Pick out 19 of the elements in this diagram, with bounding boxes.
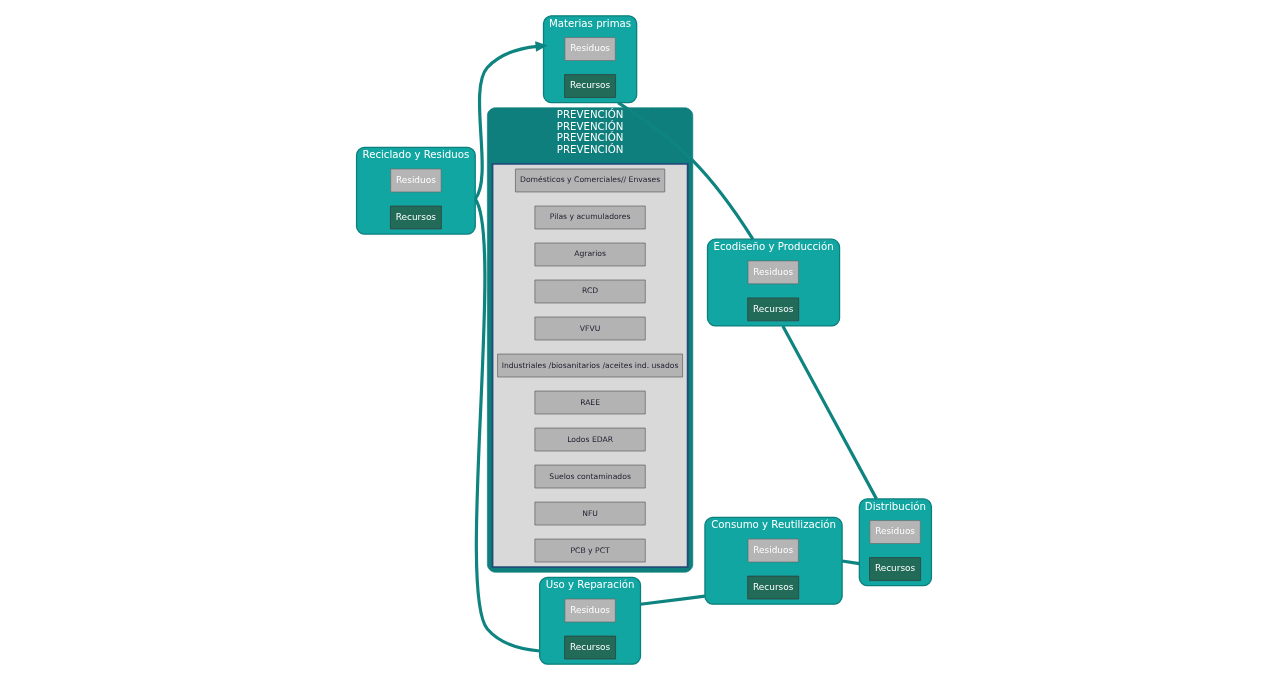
node-box: Recursos xyxy=(747,575,800,600)
node-box: Residuos xyxy=(869,520,921,544)
arrow xyxy=(473,41,548,200)
connector xyxy=(640,594,706,606)
node-box: Recursos xyxy=(564,74,616,98)
connector xyxy=(781,325,878,500)
node-box: Residuos xyxy=(747,538,799,563)
node-box: Recursos xyxy=(390,205,442,230)
node-box: Recursos xyxy=(747,297,800,322)
connector xyxy=(841,559,860,566)
connector xyxy=(473,198,540,653)
node-box: Recursos xyxy=(869,557,921,581)
cluster xyxy=(491,162,689,569)
node-box: Residuos xyxy=(747,260,799,285)
node-box: Residuos xyxy=(564,37,616,61)
node-box: Residuos xyxy=(564,598,616,623)
node-box: Residuos xyxy=(390,168,442,193)
node-box: Recursos xyxy=(564,635,616,660)
connector xyxy=(617,101,755,241)
